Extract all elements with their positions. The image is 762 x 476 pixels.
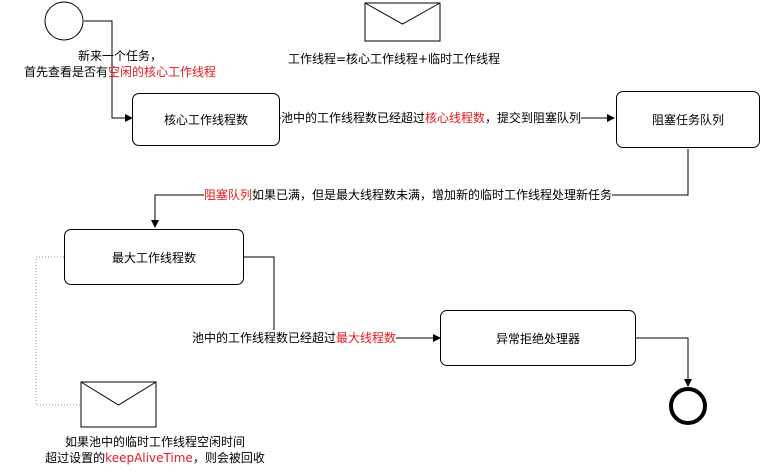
queue-to-max-label: 阻塞队列如果已满，但是最大线程数未满，增加新的临时工作线程处理新任务 [204, 187, 613, 203]
rejection-handler-box: 异常拒绝处理器 [440, 310, 636, 366]
start-note-line1: 新来一个任务， [77, 49, 162, 63]
formula-note: 工作线程=核心工作线程+临时工作线程 [288, 52, 501, 66]
edge-label-highlight: 最大线程数 [336, 331, 397, 345]
start-note: 新来一个任务， 首先查看是否有空闲的核心工作线程 [0, 48, 240, 80]
core-to-queue-label: 池中的工作线程数已经超过核心线程数，提交到阻塞队列 [281, 110, 582, 126]
edge-max-to-reject [244, 256, 441, 342]
keepalive-note-text: ，则会被回收 [192, 451, 265, 465]
max-to-reject-label: 池中的工作线程数已经超过最大线程数 [192, 330, 397, 346]
edge-label-text: 池中的工作线程数已经超过 [192, 331, 337, 345]
keepalive-note-highlight: keepAliveTime [105, 451, 193, 465]
envelope-icon [80, 381, 157, 428]
edge-label-highlight: 阻塞队列 [204, 188, 253, 202]
keepalive-note-line1: 如果池中的临时工作线程空闲时间 [64, 435, 246, 449]
edge-reject-to-end [636, 337, 692, 387]
edge-label-highlight: 核心线程数 [425, 111, 486, 125]
start-note-text: 首先查看是否有 [23, 65, 108, 79]
edge-label-text: ，提交到阻塞队列 [485, 111, 582, 125]
edge-label-text: 池中的工作线程数已经超过 [281, 111, 426, 125]
start-note-highlight: 空闲的核心工作线程 [108, 65, 217, 79]
start-note-line2: 首先查看是否有空闲的核心工作线程 [0, 64, 240, 80]
core-threads-box: 核心工作线程数 [132, 93, 280, 146]
max-threads-box: 最大工作线程数 [64, 229, 244, 285]
start-node [44, 1, 84, 41]
keepalive-note-body: 如果池中的临时工作线程空闲时间 超过设置的keepAliveTime，则会被回收 [45, 434, 265, 466]
keepalive-note-text: 超过设置的 [45, 451, 106, 465]
end-node-icon [669, 387, 707, 425]
keepalive-note-line2: 超过设置的keepAliveTime，则会被回收 [45, 450, 265, 466]
blocking-queue-box: 阻塞任务队列 [616, 91, 760, 148]
edge-label-text: 如果已满，但是最大线程数未满，增加新的临时工作线程处理新任务 [252, 188, 613, 202]
keepalive-note: 如果池中的临时工作线程空闲时间 超过设置的keepAliveTime，则会被回收 [45, 434, 375, 466]
edge-start-to-core [84, 20, 133, 122]
edge-max-to-note [35, 256, 81, 406]
envelope-icon [364, 2, 441, 42]
